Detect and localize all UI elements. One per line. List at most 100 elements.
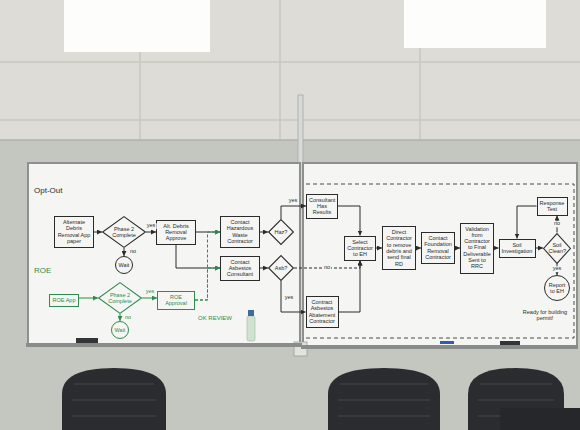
node-text-group: Contract Asbestos Abatement Contractor: [309, 299, 336, 324]
edge-label: no: [129, 249, 137, 255]
node-text: Contract Asbestos Abatement Contractor: [309, 299, 336, 324]
node-text: Select Contractor to EH: [347, 239, 373, 258]
ceiling-light: [404, 0, 546, 48]
marker-tray: [26, 343, 302, 347]
process-box: Contact Hazardous Waste Contractor: [220, 216, 260, 248]
node-text: ROE App: [52, 297, 76, 303]
diamond-shape: [269, 220, 294, 245]
node-text: Alternate Debris Removal App paper: [57, 219, 91, 244]
decision-diamond: Phase 2 Complete: [102, 216, 146, 248]
connector: [124, 248, 125, 256]
node-text-group: Validation from Contractor to Final Deli…: [463, 226, 491, 270]
connector: [260, 232, 268, 233]
process-box: Contact Foundation Removal Contractor: [421, 232, 455, 264]
chair-back: [328, 368, 440, 430]
node-text-group: Soil Investigation: [502, 242, 533, 255]
chair-mesh: [72, 384, 554, 416]
node-text: Phase 2 Complete: [107, 292, 133, 305]
ceiling: [0, 0, 580, 140]
node-text-group: ROE App: [52, 297, 76, 303]
node-text: Soil Investigation: [502, 242, 533, 255]
node-text: Response Test: [540, 200, 565, 213]
node-text-group: Contact Foundation Removal Contractor: [424, 235, 452, 260]
edge-label: yes: [145, 289, 156, 295]
board-label: ROE: [34, 266, 51, 275]
connector: [195, 268, 220, 300]
connector: [120, 314, 121, 321]
connector: [176, 245, 220, 269]
node-text-group: Response Test: [540, 200, 565, 213]
dashed-boundary: [306, 184, 574, 338]
process-box: ROE Approval: [157, 291, 195, 310]
node-text-group: Select Contractor to EH: [347, 239, 373, 258]
node-text: ROE Approval: [160, 294, 192, 307]
chair-back: [62, 368, 166, 430]
whiteboard: [303, 163, 577, 346]
node-text: Alt. Debris Removal Approve: [159, 223, 193, 242]
decision-diamond: Asb?: [268, 255, 294, 281]
node-text: Contact Hazardous Waste Contractor: [223, 219, 257, 244]
eraser: [76, 338, 98, 343]
edge-label: no: [124, 315, 132, 321]
edge-label: yes: [552, 267, 563, 273]
node-text: Asb?: [273, 265, 289, 271]
process-box: Response Test: [537, 197, 568, 216]
edge-label: yes: [284, 295, 295, 301]
process-box: Soil Investigation: [499, 239, 536, 258]
spray-bottle: [247, 316, 255, 341]
process-box: Alt. Debris Removal Approve: [156, 220, 196, 245]
node-text: Phase 2 Complete: [111, 226, 137, 239]
terminal-circle: Wait: [111, 321, 129, 339]
edge-label: OK REVIEW: [197, 315, 233, 321]
connector: [281, 206, 306, 219]
connector: [517, 206, 537, 239]
edge-label: no: [323, 265, 331, 271]
decision-diamond: Phase 2 Complete: [98, 282, 142, 314]
bottle-cap: [248, 310, 254, 316]
node-text-group: Contact Hazardous Waste Contractor: [223, 219, 257, 244]
ceiling-light: [64, 0, 210, 52]
connector: [79, 298, 98, 299]
laptop: [500, 408, 580, 430]
node-text: Haz?: [273, 229, 289, 235]
node-text-group: Report to EH: [547, 282, 566, 295]
connector: [281, 281, 306, 312]
node-text: Wait: [117, 262, 130, 268]
ceiling-edge: [0, 139, 580, 141]
node-text: Validation from Contractor to Final Deli…: [463, 226, 491, 270]
node-text: Direct Contractor to remove debris and s…: [385, 229, 413, 267]
node-text-group: Phase 2 Complete: [107, 292, 133, 305]
process-box: ROE App: [49, 294, 79, 307]
process-box: Consultant Has Results: [306, 194, 338, 219]
process-box: Contract Asbestos Abatement Contractor: [306, 296, 339, 328]
node-text: Contact Foundation Removal Contractor: [424, 235, 452, 260]
marker-pen: [440, 341, 454, 344]
process-box: Contact Asbestos Consultant: [220, 256, 260, 281]
connector: [94, 232, 102, 233]
ceiling-grid: [0, 0, 580, 140]
node-text: Report to EH: [547, 282, 566, 295]
node-text-group: Soil Clean?: [549, 242, 566, 255]
process-box: Direct Contractor to remove debris and s…: [382, 226, 416, 270]
process-box: Validation from Contractor to Final Deli…: [460, 223, 494, 274]
node-text-group: Direct Contractor to remove debris and s…: [385, 229, 413, 267]
node-text: Contact Asbestos Consultant: [223, 259, 257, 278]
node-text-group: Wait: [113, 327, 126, 333]
board-label: Opt-Out: [34, 186, 62, 195]
edge-label: yes: [146, 223, 157, 229]
connector: [142, 298, 157, 299]
node-text-group: Haz?: [273, 229, 289, 235]
terminal-circle: Report to EH: [544, 275, 570, 301]
connector: [338, 206, 360, 236]
node-text: Wait: [113, 327, 126, 333]
node-text-group: Alt. Debris Removal Approve: [159, 223, 193, 242]
connector: [195, 232, 220, 300]
decision-diamond: Soil Clean?: [543, 233, 571, 264]
node-text: Soil Clean?: [549, 242, 566, 255]
node-text-group: Phase 2 Complete: [111, 226, 137, 239]
process-box: Alternate Debris Removal App paper: [54, 216, 94, 248]
process-box: Select Contractor to EH: [344, 236, 376, 261]
